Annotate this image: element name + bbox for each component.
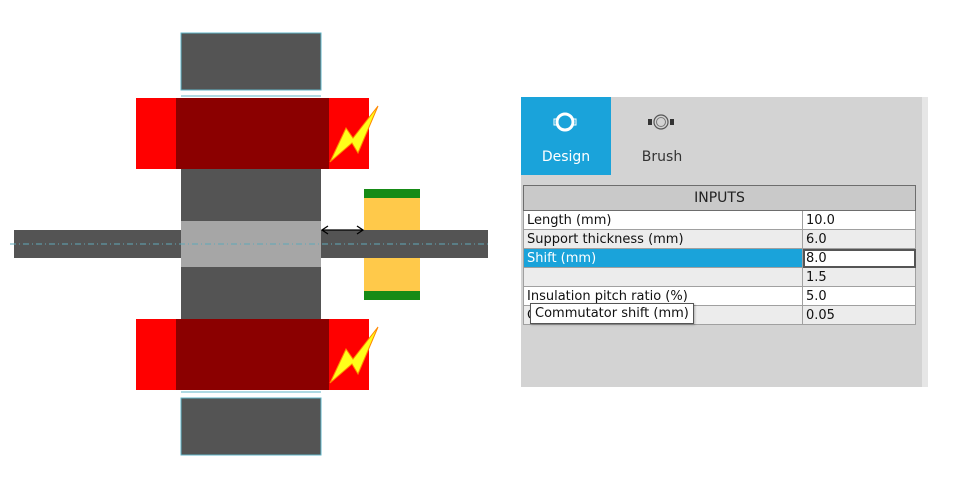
param-input-insulation-pitch[interactable]: 5.0 bbox=[802, 286, 916, 306]
inputs-header: INPUTS bbox=[523, 185, 916, 211]
param-input-support-thickness[interactable]: 6.0 bbox=[802, 229, 916, 249]
param-label-shift: Shift (mm) bbox=[523, 248, 803, 268]
panel-scroll-edge bbox=[922, 97, 928, 387]
tooltip: Commutator shift (mm) bbox=[530, 303, 694, 324]
brush-icon bbox=[648, 114, 674, 130]
param-label-hidden bbox=[523, 267, 803, 287]
tab-brush-label: Brush bbox=[641, 149, 683, 165]
param-input-row-4[interactable]: 1.5 bbox=[802, 267, 916, 287]
lightning-icon bbox=[329, 105, 379, 163]
param-label-insulation-pitch: Insulation pitch ratio (%) bbox=[523, 286, 803, 306]
brush-insulation-bottom bbox=[364, 291, 420, 300]
param-input-length[interactable]: 10.0 bbox=[802, 210, 916, 230]
brush-lower bbox=[364, 258, 420, 291]
table-row-selected: Shift (mm) 8.0 bbox=[523, 248, 916, 268]
bottom-winding-left bbox=[136, 319, 176, 390]
core-lower-middle bbox=[181, 267, 321, 319]
core-bottom bbox=[180, 397, 322, 456]
param-input-contact-resistance[interactable]: 0.05 bbox=[802, 305, 916, 325]
tab-bar: Design Brush bbox=[521, 97, 922, 175]
tab-design[interactable]: Design bbox=[521, 97, 611, 175]
tab-design-label: Design bbox=[541, 149, 591, 165]
lightning-icon bbox=[329, 326, 379, 384]
table-row: Length (mm) 10.0 bbox=[523, 210, 916, 230]
table-row: 1.5 bbox=[523, 267, 916, 287]
tab-brush[interactable]: Brush bbox=[617, 97, 707, 175]
bottom-winding-core bbox=[176, 319, 329, 390]
param-label-length: Length (mm) bbox=[523, 210, 803, 230]
arrowhead-left-icon bbox=[320, 225, 329, 235]
brush-upper bbox=[364, 198, 420, 230]
core-top bbox=[180, 32, 322, 91]
param-label-support-thickness: Support thickness (mm) bbox=[523, 229, 803, 249]
top-winding-left bbox=[136, 98, 176, 169]
motor-design-icon bbox=[553, 112, 577, 132]
core-upper-middle bbox=[181, 169, 321, 221]
table-row: Insulation pitch ratio (%) 5.0 bbox=[523, 286, 916, 306]
table-row: Support thickness (mm) 6.0 bbox=[523, 229, 916, 249]
arrowhead-right-icon bbox=[356, 225, 365, 235]
top-winding-core bbox=[176, 98, 329, 169]
motor-cross-section-diagram bbox=[10, 32, 490, 456]
brush-insulation-top bbox=[364, 189, 420, 198]
parameters-panel: Design Brush INPUTS Length (mm) 10.0 Sup… bbox=[521, 97, 928, 387]
param-input-shift[interactable]: 8.0 bbox=[802, 248, 916, 268]
